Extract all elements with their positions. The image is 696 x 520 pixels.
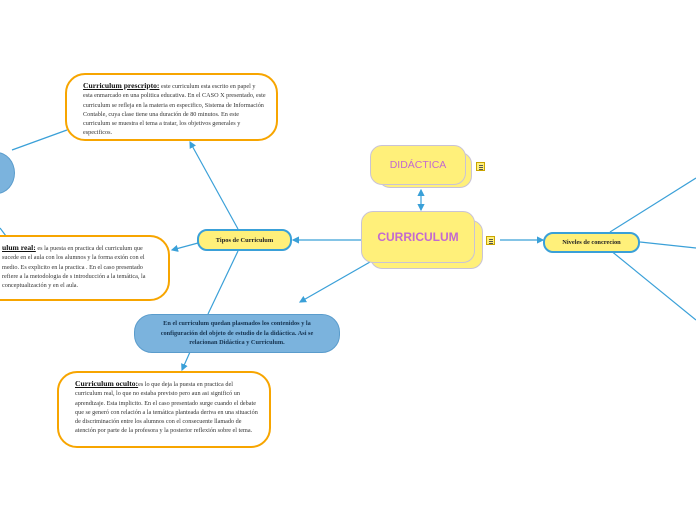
niveles-label: Niveles de concrecion: [562, 239, 621, 246]
connector-tipos-prescripto: [189, 140, 239, 230]
niveles-de-concrecion-node[interactable]: Niveles de concrecion: [543, 232, 640, 253]
relacion-text: En el curriculum quedan plasmados los co…: [160, 320, 314, 347]
curriculum-oculto-text: es lo que deja la puesta en practica del…: [75, 381, 258, 435]
curriculum-real-text: es la puesta en practica del curriculum …: [2, 245, 146, 290]
relacion-didactica-curriculum[interactable]: En el curriculum quedan plasmados los co…: [134, 314, 340, 353]
connector-niveles-up: [609, 177, 696, 233]
curriculum-prescripto-text: este curriculum esta escrito en papel y …: [83, 83, 266, 137]
connector-relacion-oculto: [181, 351, 191, 372]
connector-niveles-down: [609, 249, 696, 321]
connector-tipos-relacion: [207, 250, 239, 315]
connector-left-stub: [0, 227, 7, 237]
curriculum-label: CURRICULUM: [377, 230, 459, 244]
didactica-label: DIDÁCTICA: [389, 159, 447, 171]
didactica-node[interactable]: DIDÁCTICA: [370, 145, 466, 185]
connector-root-relacion: [298, 261, 371, 303]
curriculum-menu-icon[interactable]: [486, 236, 495, 245]
curriculum-prescripto-title: Curriculum prescripto:: [83, 81, 160, 90]
curriculum-oculto-box[interactable]: Curriculum oculto:es lo que deja la pues…: [57, 371, 271, 448]
didactica-menu-icon[interactable]: [476, 162, 485, 171]
tipos-de-curriculum-node[interactable]: Tipos de Curriculum: [197, 229, 292, 251]
curriculum-real-box[interactable]: ulum real: es la puesta en practica del …: [0, 235, 170, 301]
connector-tipos-real: [170, 242, 199, 252]
curriculum-root-node[interactable]: CURRICULUM: [361, 211, 475, 263]
connector-prescripto-left: [11, 129, 68, 151]
curriculum-real-title: ulum real:: [2, 243, 36, 252]
curriculum-oculto-title: Curriculum oculto:: [75, 379, 139, 388]
curriculum-prescripto-box[interactable]: Curriculum prescripto: este curriculum e…: [65, 73, 278, 141]
tipos-label: Tipos de Curriculum: [215, 236, 274, 244]
connector-niveles-right: [639, 241, 696, 249]
